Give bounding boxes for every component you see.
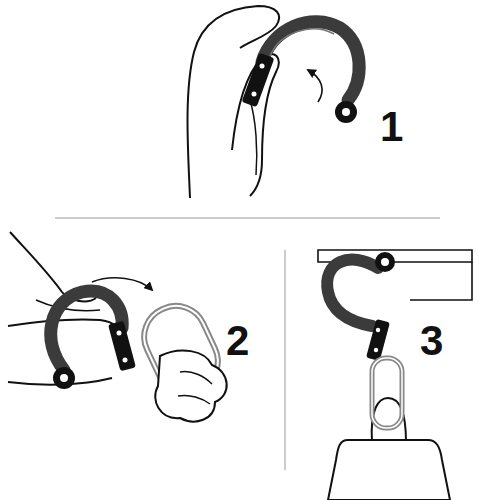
hook-clip: [242, 53, 275, 107]
hand-outline: [8, 319, 119, 338]
clip-rivet: [374, 348, 378, 352]
clip-rivet: [260, 64, 265, 69]
bag-body: [328, 440, 450, 500]
callout-number: 1: [380, 106, 403, 148]
hook-clip: [108, 321, 136, 372]
clip-rivet: [252, 92, 257, 97]
hook-end-hole: [342, 108, 350, 116]
hook-end: [375, 252, 395, 272]
hook-arm: [327, 260, 378, 326]
callout-number: 2: [226, 320, 249, 362]
fist-outline: [155, 350, 226, 421]
motion-arrow: [308, 70, 322, 102]
panel-divider: [285, 250, 286, 470]
hook-end: [335, 101, 357, 123]
callout-number: 3: [420, 320, 443, 362]
hook-clip: [366, 319, 390, 361]
step-two-figure: [8, 232, 228, 421]
hook-highlight: [270, 29, 334, 56]
hook-end-hole: [381, 258, 389, 266]
hook-arm: [262, 22, 359, 100]
rotation-arrow: [92, 278, 152, 290]
step-one-figure: [188, 6, 360, 198]
clip-rivet: [117, 331, 122, 336]
panel-divider: [55, 218, 440, 219]
hook-end-hole: [60, 374, 68, 382]
finger-crease: [178, 372, 212, 404]
clip-rivet: [123, 358, 128, 363]
finger-crease: [250, 100, 257, 175]
hand-outline: [188, 6, 280, 198]
clip-rivet: [376, 328, 380, 332]
step-three-figure: [318, 250, 472, 500]
carabiner: [372, 358, 402, 428]
carabiner-inner: [372, 358, 402, 428]
hook-end: [53, 367, 75, 389]
bar-bracket: [410, 262, 472, 300]
